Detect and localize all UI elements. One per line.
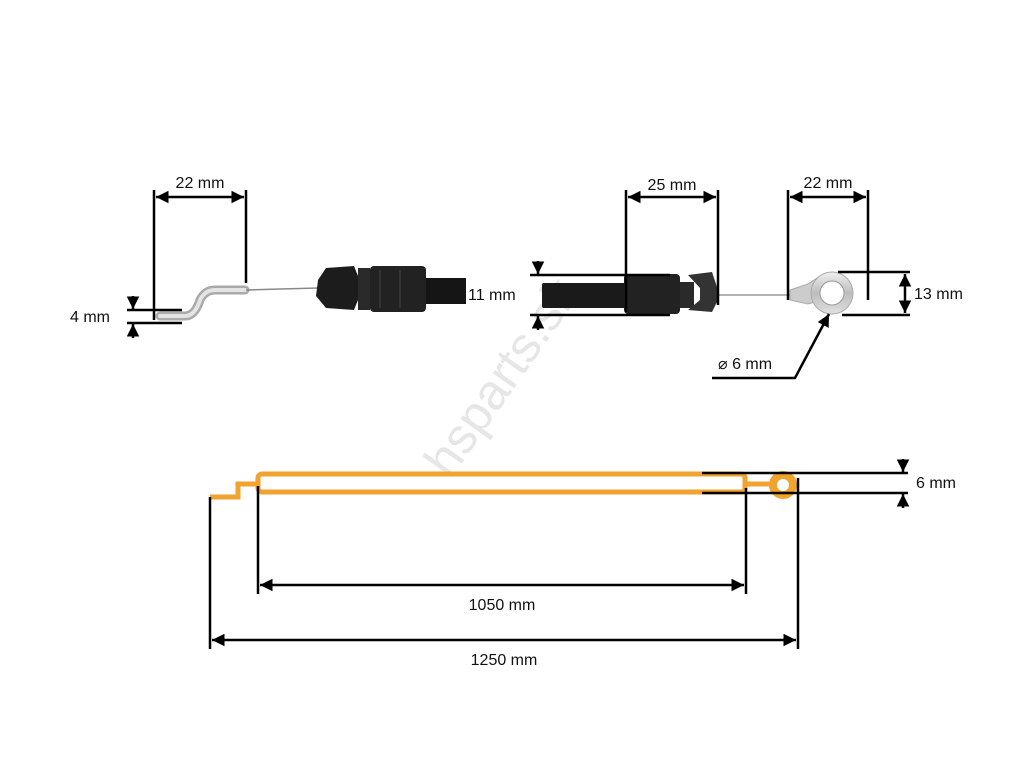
- eyelet: [789, 271, 854, 315]
- total-length-label: 1250 mm: [471, 652, 538, 669]
- cable-schematic: [210, 471, 797, 500]
- ferrule-length-label: 25 mm: [648, 177, 697, 194]
- hook-length-label: 22 mm: [176, 175, 225, 192]
- eyelet-hole-label: ⌀ 6 mm: [718, 356, 772, 373]
- casing-diameter-label: 11 mm: [468, 287, 516, 304]
- dim-schematic-eyelet: 6 mm: [702, 459, 956, 508]
- dim-hook-length: 22 mm: [152, 175, 248, 320]
- dim-casing-length: 1050 mm: [256, 486, 748, 614]
- hook-offset-label: 4 mm: [70, 309, 110, 326]
- casing-length-label: 1050 mm: [469, 597, 536, 614]
- dim-total-length: 1250 mm: [208, 478, 800, 669]
- schematic-eyelet-label: 6 mm: [916, 475, 956, 492]
- right-ferrule: [542, 272, 790, 314]
- dim-eyelet-hole: ⌀ 6 mm: [712, 313, 831, 380]
- eyelet-width-label: 13 mm: [914, 286, 963, 303]
- dim-ferrule-length: 25 mm: [624, 177, 720, 312]
- dim-casing-diameter: 11 mm: [468, 261, 670, 330]
- eyelet-length-label: 22 mm: [804, 175, 853, 192]
- hook-end: [155, 285, 319, 321]
- dim-eyelet-width: 13 mm: [838, 270, 963, 317]
- left-connector: [316, 266, 466, 312]
- dim-hook-offset: 4 mm: [70, 296, 182, 338]
- dim-eyelet-length: 22 mm: [786, 175, 870, 300]
